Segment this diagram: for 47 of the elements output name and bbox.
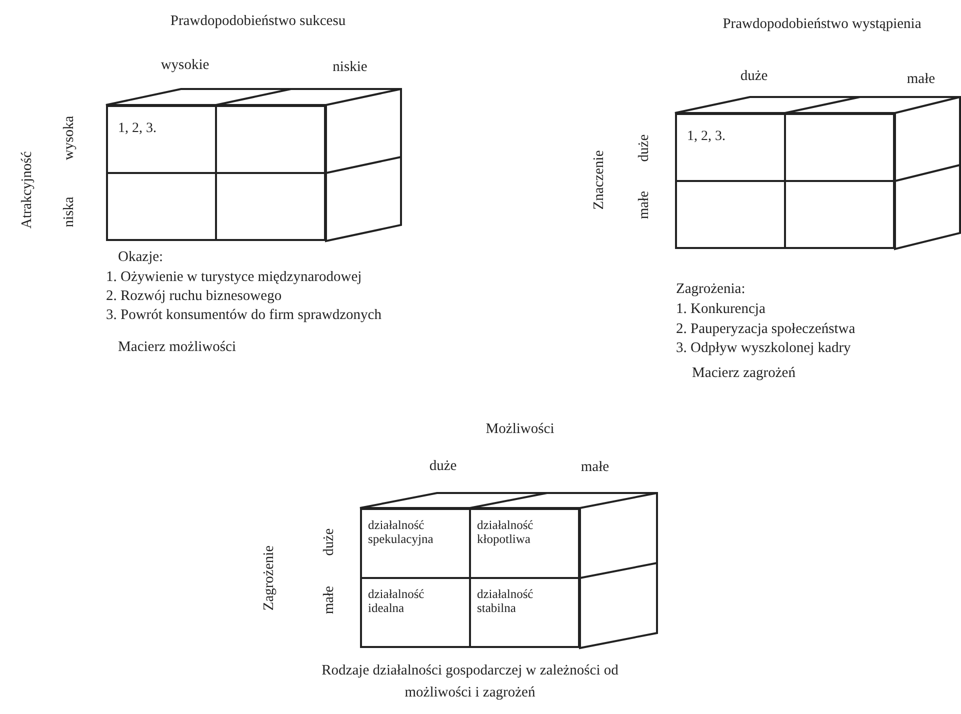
column-label: duże bbox=[429, 459, 457, 475]
list-heading: Okazje: bbox=[118, 250, 164, 266]
matrix-cell bbox=[784, 180, 895, 249]
column-label: wysokie bbox=[160, 58, 210, 74]
cell-text: 1, 2, 3. bbox=[118, 121, 156, 138]
matrix-cell bbox=[106, 172, 217, 241]
matrix-cell bbox=[675, 180, 786, 249]
row-label: małe bbox=[637, 190, 653, 220]
column-label: niskie bbox=[332, 60, 368, 76]
cell-text: 1, 2, 3. bbox=[687, 129, 726, 146]
list-item: 2. Pauperyzacja społeczeństwa bbox=[676, 322, 856, 338]
figure-caption: Macierz zagrożeń bbox=[692, 366, 796, 382]
cell-text: działalność idealna bbox=[368, 587, 426, 616]
list-heading: Zagrożenia: bbox=[676, 282, 746, 298]
column-label: małe bbox=[580, 460, 610, 476]
list-item: 1. Ożywienie w turystyce międzynarodowej bbox=[106, 270, 362, 286]
figure-caption: Macierz możliwości bbox=[118, 340, 236, 356]
matrix-cell bbox=[215, 105, 326, 174]
matrix-cell bbox=[215, 172, 326, 241]
axis-title: Atrakcyjność bbox=[20, 151, 36, 229]
matrix-cell bbox=[360, 508, 471, 579]
row-label: małe bbox=[322, 586, 338, 614]
row-label: niska bbox=[62, 196, 78, 228]
matrix-cell bbox=[784, 113, 895, 182]
list-item: 3. Odpływ wyszkolonej kadry bbox=[676, 341, 851, 357]
matrix-cell bbox=[469, 508, 580, 579]
cell-text: działalność stabilna bbox=[477, 587, 534, 616]
matrix-cell bbox=[106, 105, 217, 174]
axis-title: Prawdopodobieństwo wystąpienia bbox=[722, 17, 922, 33]
matrix-cell bbox=[360, 577, 471, 648]
column-label: małe bbox=[906, 72, 936, 88]
figure-caption: Rodzaje działalności gospodarczej w zależności od możliwości i zagrożeń bbox=[320, 662, 620, 703]
column-label: duże bbox=[740, 69, 768, 85]
axis-title: Prawdopodobieństwo sukcesu bbox=[170, 14, 346, 30]
axis-title: Zagrożenie bbox=[262, 545, 278, 611]
list-item: 3. Powrót konsumentów do firm sprawdzonych bbox=[106, 308, 382, 324]
list-item: 1. Konkurencja bbox=[676, 302, 766, 318]
list-item: 2. Rozwój ruchu biznesowego bbox=[106, 289, 282, 305]
row-label: wysoka bbox=[62, 116, 78, 160]
row-label: duże bbox=[322, 528, 338, 556]
matrix-cell bbox=[675, 113, 786, 182]
cell-text: działalność kłopotliwa bbox=[477, 518, 534, 547]
row-label: duże bbox=[637, 134, 653, 162]
cell-text: działalność spekulacyjna bbox=[368, 518, 434, 547]
axis-title: Możliwości bbox=[486, 422, 554, 438]
matrix-cell bbox=[469, 577, 580, 648]
axis-title: Znaczenie bbox=[592, 150, 608, 210]
